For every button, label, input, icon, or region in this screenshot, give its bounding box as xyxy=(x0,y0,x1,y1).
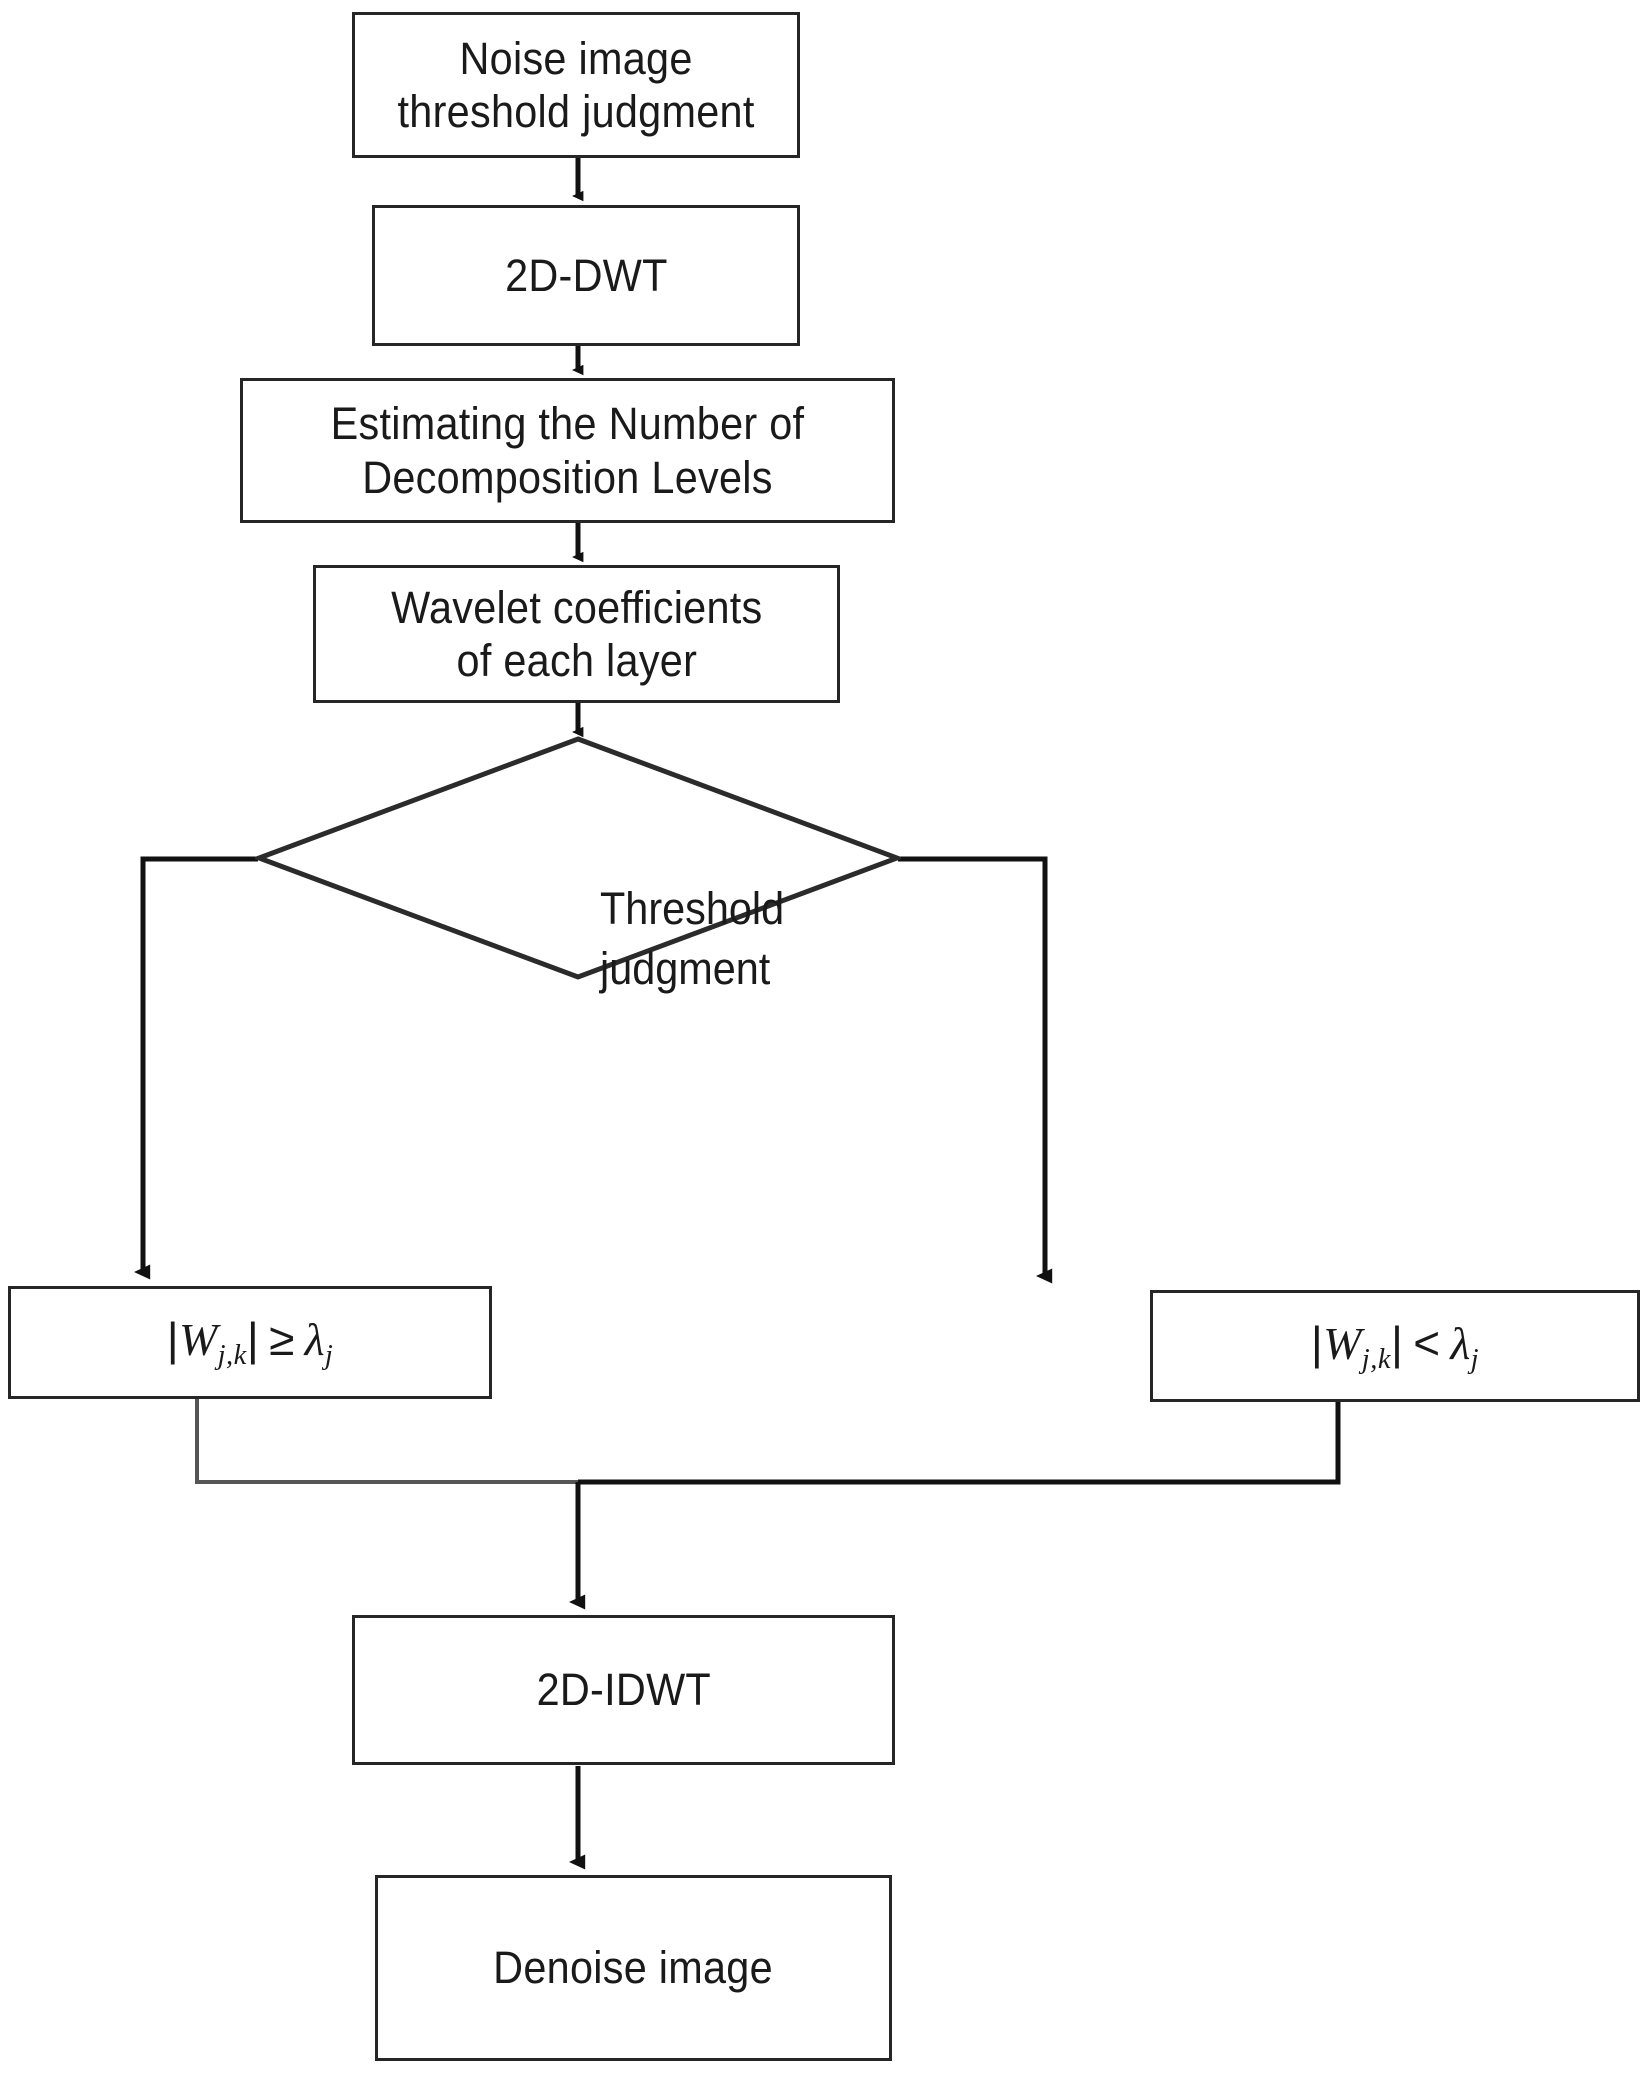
edge-ge-to-merge xyxy=(195,1399,578,1484)
lambda-subscript-j: j xyxy=(324,1340,334,1372)
node-estimating-decomposition-levels[interactable]: Estimating the Number of Decomposition L… xyxy=(240,378,895,523)
variable-w: W xyxy=(178,1314,218,1366)
lambda-symbol: λ xyxy=(1450,1317,1471,1369)
node-coefficient-ge-threshold[interactable]: |Wj,k|≥λj xyxy=(8,1286,492,1399)
edge-decision-to-lt xyxy=(898,856,1053,1284)
operator-ge: ≥ xyxy=(269,1313,295,1366)
abs-bar-open: | xyxy=(166,1313,179,1366)
abs-bar-close: | xyxy=(246,1313,260,1366)
subscript-jk: j,k xyxy=(217,1340,247,1372)
operator-lt: < xyxy=(1413,1316,1441,1369)
node-denoise-image[interactable]: Denoise image xyxy=(375,1875,892,2061)
node-label: Wavelet coefficients of each layer xyxy=(390,581,763,686)
node-2d-dwt[interactable]: 2D-DWT xyxy=(372,205,800,346)
node-wavelet-coefficients[interactable]: Wavelet coefficients of each layer xyxy=(313,565,840,703)
node-label: 2D-IDWT xyxy=(536,1664,711,1716)
node-label: Denoise image xyxy=(493,1942,774,1994)
node-threshold-judgment-decision[interactable] xyxy=(255,735,901,981)
edge-lt-to-merge xyxy=(578,1402,1341,1485)
abs-bar-close: | xyxy=(1391,1316,1404,1369)
formula-ge-threshold: |Wj,k|≥λj xyxy=(167,1312,334,1373)
node-coefficient-lt-threshold[interactable]: |Wj,k|<λj xyxy=(1150,1290,1640,1402)
lambda-symbol: λ xyxy=(304,1314,325,1366)
subscript-jk: j,k xyxy=(1361,1343,1391,1375)
decision-label: Threshold judgment xyxy=(600,883,785,994)
node-label: 2D-DWT xyxy=(504,249,668,301)
node-label: Estimating the Number of Decomposition L… xyxy=(330,398,805,503)
node-noise-image-threshold-judgment[interactable]: Noise image threshold judgment xyxy=(352,12,800,158)
node-2d-idwt[interactable]: 2D-IDWT xyxy=(352,1615,895,1765)
edge-decision-to-ge xyxy=(134,856,258,1280)
node-label: Noise image threshold judgment xyxy=(397,32,755,137)
abs-bar-open: | xyxy=(1310,1316,1324,1369)
formula-lt-threshold: |Wj,k|<λj xyxy=(1311,1316,1479,1377)
lambda-subscript-j: j xyxy=(1470,1343,1480,1375)
diamond-shape xyxy=(255,736,901,980)
variable-w: W xyxy=(1323,1317,1362,1369)
